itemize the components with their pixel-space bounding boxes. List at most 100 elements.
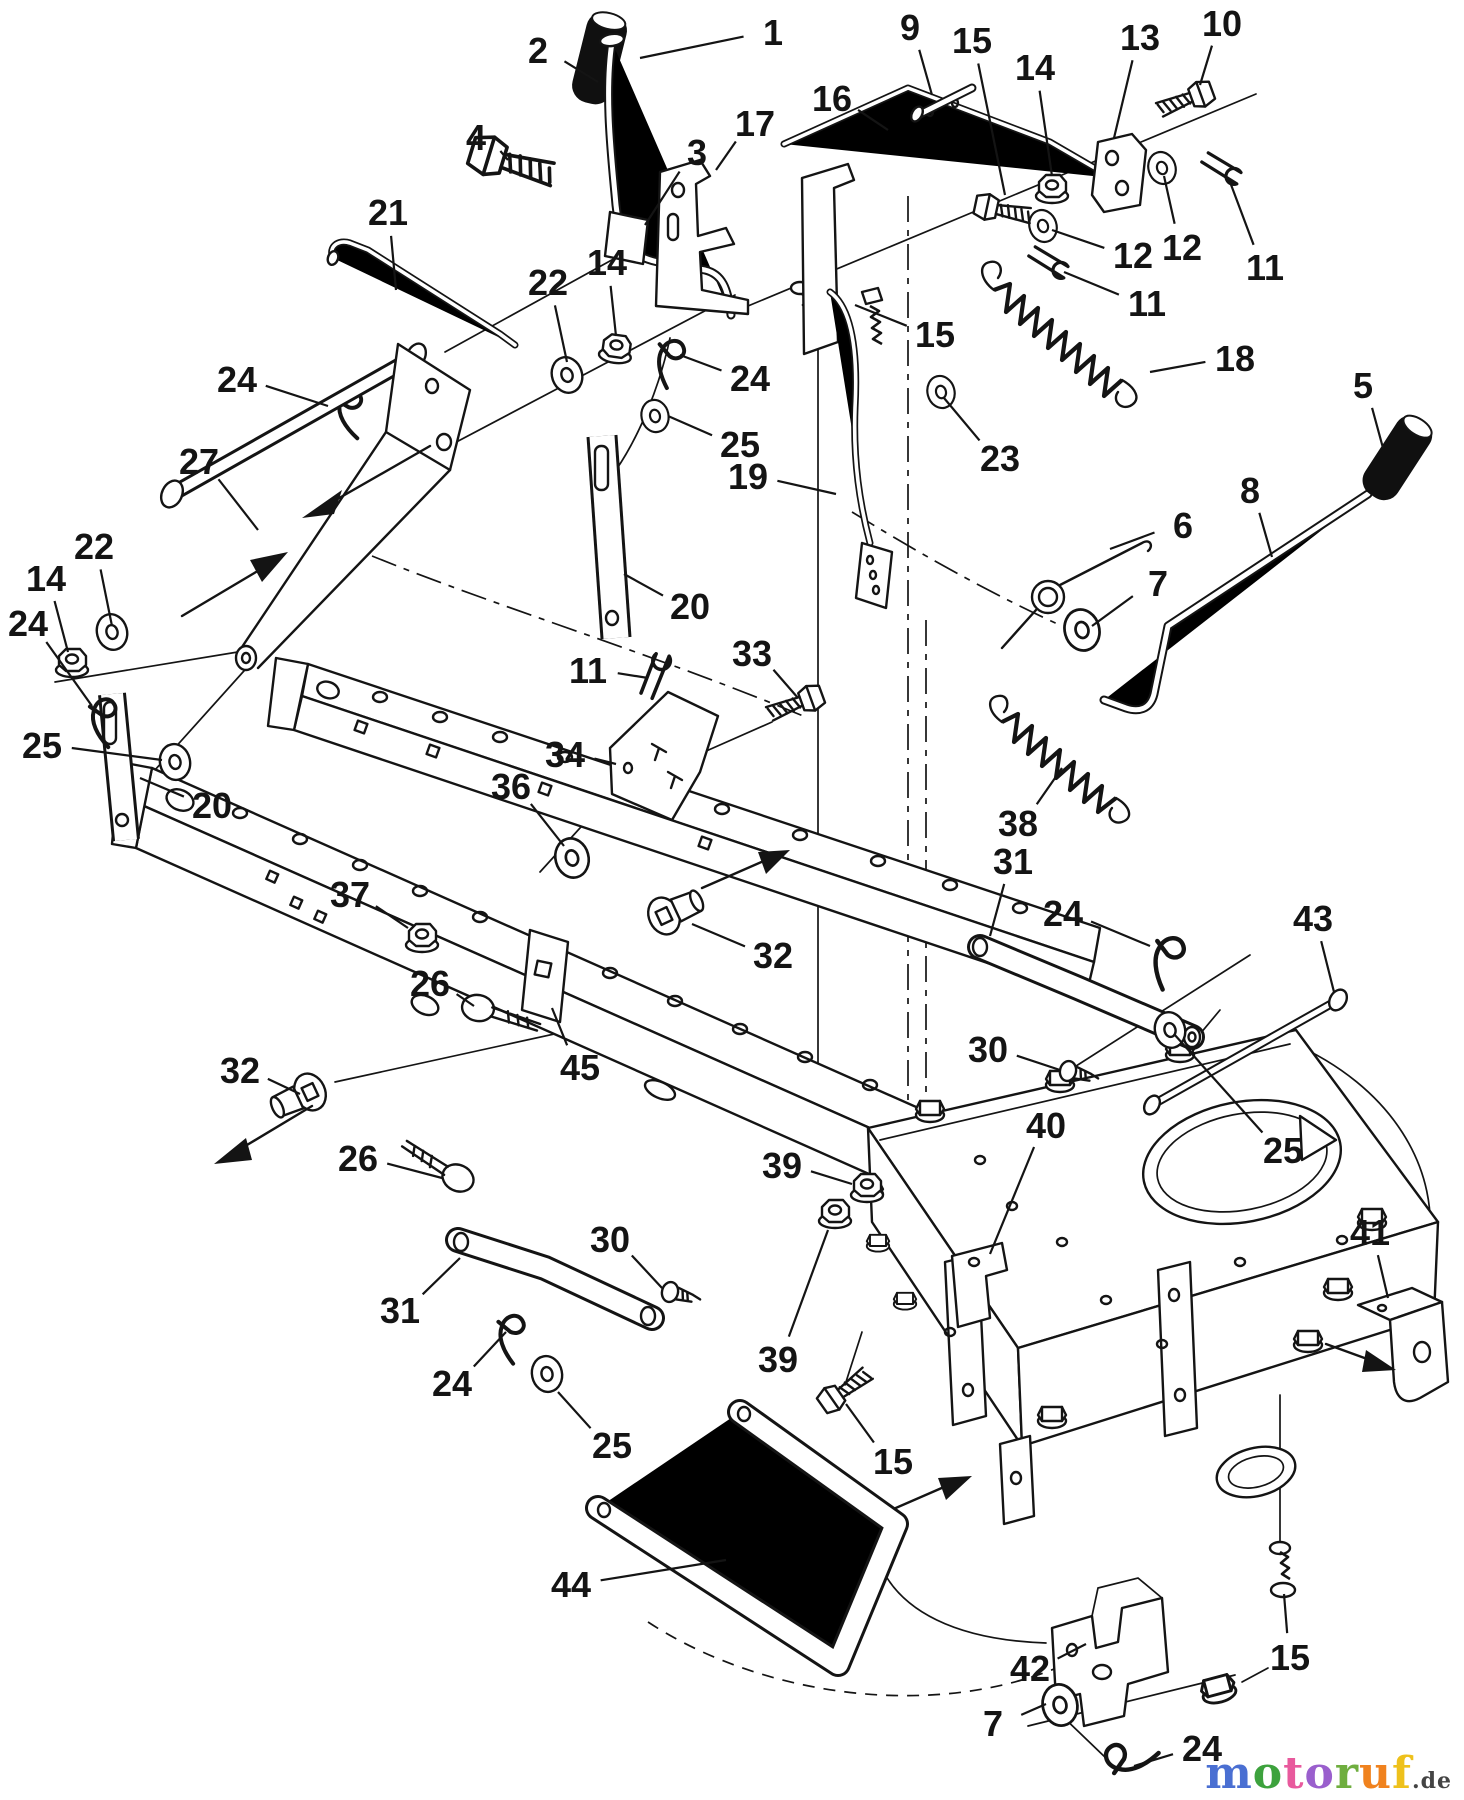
callout-37: 37 <box>330 874 370 915</box>
callout-27: 27 <box>179 441 219 482</box>
carriage-bolt-26-upper <box>460 993 542 1032</box>
leader-line-17 <box>715 140 737 171</box>
leader-line-26 <box>386 1162 443 1180</box>
rod-43 <box>1142 988 1349 1116</box>
callout-39: 39 <box>762 1145 802 1186</box>
leader-line-14 <box>53 600 70 653</box>
leader-line-11 <box>1228 181 1255 246</box>
bracket-40 <box>950 1241 1009 1329</box>
callout-33: 33 <box>732 633 772 674</box>
leader-line-33 <box>772 669 799 699</box>
plate-13 <box>1090 132 1148 214</box>
leader-line-19 <box>777 479 837 496</box>
callout-32: 32 <box>753 935 793 976</box>
leader-line-26 <box>455 993 475 1007</box>
leader-line-24 <box>45 641 93 707</box>
leader-line-5 <box>1371 407 1385 449</box>
bolt-15-bottom <box>1197 1671 1240 1708</box>
assembly-arrow-41 <box>1324 1342 1396 1372</box>
bolt-30-left <box>658 1279 704 1310</box>
leader-line-31 <box>988 883 1006 937</box>
leader-line-23 <box>943 397 981 442</box>
leader-line-40 <box>988 1146 1036 1255</box>
callout-12: 12 <box>1113 235 1153 276</box>
leader-line-13 <box>1112 59 1134 139</box>
washer-7-mid <box>1058 604 1106 656</box>
nut-37 <box>404 922 440 954</box>
leader-line-11 <box>1063 270 1120 296</box>
leader-line-44 <box>600 1558 727 1582</box>
callout-25: 25 <box>1263 1130 1303 1171</box>
callout-7: 7 <box>983 1703 1003 1744</box>
callout-24: 24 <box>8 603 48 644</box>
callout-7: 7 <box>1148 563 1168 604</box>
leader-line-6 <box>1109 531 1155 551</box>
watermark-letters: motoruf <box>1205 1748 1412 1799</box>
callout-25: 25 <box>720 424 760 465</box>
leader-line-39 <box>810 1170 853 1186</box>
callout-22: 22 <box>74 526 114 567</box>
plate-45 <box>520 928 570 1024</box>
cotter-11-left <box>1024 244 1073 282</box>
callout-40: 40 <box>1026 1105 1066 1146</box>
leader-line-18 <box>1149 360 1206 374</box>
leader-line-22 <box>553 305 569 363</box>
spring-38 <box>989 694 1131 824</box>
screw-15-vert <box>1268 1540 1297 1599</box>
callout-24: 24 <box>1182 1728 1222 1769</box>
callout-45: 45 <box>560 1047 600 1088</box>
nut-14-mid <box>596 331 635 367</box>
callout-14: 14 <box>587 242 627 283</box>
leader-line-22 <box>99 569 114 627</box>
callout-13: 13 <box>1120 17 1160 58</box>
washer-36 <box>549 833 595 883</box>
r od-21 <box>326 242 515 345</box>
callout-5: 5 <box>1353 365 1373 406</box>
hairpin-24-lowerleft <box>496 1312 530 1367</box>
callout-38: 38 <box>998 803 1038 844</box>
callout-10: 10 <box>1202 3 1242 44</box>
leader-line-30 <box>631 1254 663 1289</box>
leader-line-24 <box>1133 1753 1174 1768</box>
washer-23 <box>922 371 960 413</box>
callout-22: 22 <box>528 262 568 303</box>
hairpin-24-bottom <box>1104 1738 1160 1774</box>
bracket-34 <box>608 690 720 822</box>
bolt-spring-15 <box>860 286 884 346</box>
callout-8: 8 <box>1240 470 1260 511</box>
leader-line-9 <box>918 49 934 96</box>
shoulder-bolt-32-left <box>263 1067 333 1128</box>
watermark-letter: r <box>1334 1748 1360 1799</box>
screw-15-mid <box>813 1361 878 1418</box>
callout-42: 42 <box>1010 1648 1050 1689</box>
leader-line-27 <box>217 478 259 531</box>
nut-39-b <box>849 1172 885 1204</box>
leader-line-20 <box>139 776 185 798</box>
leader-line-20 <box>623 573 664 597</box>
leader-line-14 <box>609 285 618 337</box>
grip-5 <box>1362 414 1433 501</box>
leader-line-14 <box>1038 90 1054 177</box>
callout-24: 24 <box>217 359 257 400</box>
bracket-41 <box>1356 1286 1450 1403</box>
lift-arm-27 <box>159 342 472 672</box>
leader-line-39 <box>787 1229 830 1338</box>
callout-20: 20 <box>670 586 710 627</box>
cotter-11-right <box>1197 150 1246 188</box>
handle-tube-9 <box>910 88 972 123</box>
callout-30: 30 <box>590 1219 630 1260</box>
leader-line-36 <box>529 803 565 847</box>
leader-line-21 <box>389 235 398 291</box>
callout-6: 6 <box>1173 505 1193 546</box>
leader-line-8 <box>1258 512 1274 558</box>
leader-line-32 <box>267 1077 301 1095</box>
strap-20-upper <box>595 436 618 638</box>
leader-line-25 <box>557 1391 592 1429</box>
callout-15: 15 <box>1270 1637 1310 1678</box>
callout-16: 16 <box>812 78 852 119</box>
leader-line-25 <box>71 746 163 762</box>
leader-line-32 <box>691 922 746 948</box>
leader-line-25 <box>667 414 713 437</box>
